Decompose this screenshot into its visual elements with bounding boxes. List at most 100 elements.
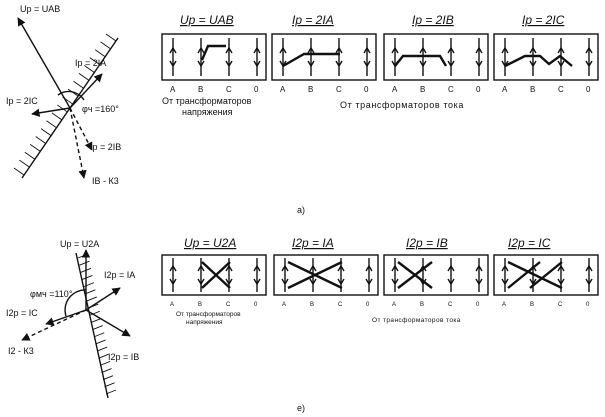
terminal-posts-e [169,258,593,292]
e-hatch-18 [104,382,115,388]
terminal-a2-a: A [280,85,286,94]
jumper-a3 [394,54,448,67]
e-arrow-down-3-0 [501,278,509,286]
e-arrow-down-3-2 [557,278,565,286]
terminal-a2-c: C [336,85,342,94]
vector-diagram-e: Up = U2A I2p = IA φмч =110° I2p = IC I2 … [6,239,139,399]
a-hatch-4 [35,136,46,144]
jumper-e3 [397,261,433,289]
a-hatch-7 [51,112,63,121]
e-hatch-10 [92,325,103,330]
e-arrow-up-2-3 [475,264,483,272]
terminal-e2-0: 0 [366,302,370,308]
caption-voltage-e-line1: От трансформаторов [176,311,241,318]
label-i-a: Ip = 2IA [75,58,106,68]
e-arrow-up-2-2 [447,264,455,272]
vector-i-a-e [85,287,121,311]
a-arrow-up-1-1 [307,46,315,54]
a-arrow-up-0-1 [197,46,205,54]
vector-i-b [69,107,93,151]
a-arrow-up-3-1 [529,46,537,54]
a-arrow-up-2-3 [475,46,483,54]
a-arrow-up-3-2 [557,46,565,54]
terminal-a1-b: B [198,85,203,94]
label-i-c-e: I2p = IC [6,308,38,318]
block-e4-header: I2p = IC [508,236,551,250]
e-arrow-up-3-2 [557,264,565,272]
a-arrow-down-0-1 [197,60,205,68]
e-hatch-15 [99,360,111,366]
figure-label-a: а) [297,205,305,215]
a-hatch-17 [105,33,117,42]
jumper-e1 [201,261,231,289]
e-hatch-13 [96,346,108,352]
block-e3 [383,254,489,296]
e-hatch-12 [95,339,106,345]
jumper-a1 [200,44,226,61]
terminal-a1-a: A [170,85,176,94]
e-arrow-down-2-0 [391,278,399,286]
a-hatch-3 [29,143,41,152]
terminal-a1-c: C [226,85,232,94]
block-a3 [383,33,489,81]
a-arrow-down-2-2 [447,60,455,68]
e-hatch-9 [91,318,102,323]
vector-i-c [31,107,71,117]
jumper-e2 [287,260,343,290]
block-e1-header: Up = U2A [184,236,236,250]
a-arrow-down-0-2 [225,60,233,68]
a-hatch-1 [19,159,30,168]
block-a1-header: Up = UAB [180,13,234,27]
terminal-posts-a [169,38,593,76]
caption-voltage-e-line2: напряжения [186,319,223,326]
terminal-a4-0: 0 [586,85,591,94]
a-arrow-up-0-0 [169,46,177,54]
a-hatch-5 [40,128,52,136]
a-arrow-down-3-1 [529,60,537,68]
terminal-a4-b: B [530,85,535,94]
e-arrow-down-2-3 [475,278,483,286]
a-hatch-6 [46,120,57,129]
e-hatch-17 [102,375,114,381]
e-arrow-down-1-3 [365,278,373,286]
e-hatch-19 [105,389,117,395]
vector-diagram-a: Up = UAB Ip = 2IA Ip = 2IC φч =160° Ip =… [6,4,121,186]
e-arrow-up-3-3 [585,264,593,272]
a-arrow-up-0-2 [225,46,233,54]
e-hatch-16 [101,368,112,373]
block-e3-header: I2p = IB [406,236,448,250]
jumper-a2 [282,52,340,68]
terminal-e2-b: B [310,302,314,308]
terminal-e1-0: 0 [254,302,258,308]
label-i-b-e: I2p = IB [108,352,139,362]
a-arrow-down-2-3 [475,60,483,68]
a-arrow-up-2-1 [419,46,427,54]
block-e4 [493,254,599,296]
terminal-a3-b: B [420,85,425,94]
terminal-e1-c: C [226,302,231,308]
a-arrow-up-2-0 [391,46,399,54]
vector-i-c-e [45,309,87,326]
a-arrow-down-0-3 [253,60,261,68]
a-arrow-down-1-1 [307,60,315,68]
e-arrow-down-1-2 [337,278,345,286]
e-hatch-11 [94,332,105,338]
block-a2-header: Ip = 2IA [292,13,334,27]
e-arrow-down-3-3 [585,278,593,286]
boundary-line-e [75,252,109,399]
terminal-a1-0: 0 [254,85,259,94]
caption-current-e: От трансформаторов тока [372,317,461,324]
e-hatch-6 [86,296,98,302]
a-hatch-12 [78,73,90,81]
a-arrow-up-3-0 [501,46,509,54]
terminal-a2-b: B [308,85,313,94]
e-arrow-up-1-1 [309,264,317,272]
e-hatch-5 [85,289,96,295]
block-a2 [271,33,377,81]
a-hatch-13 [84,65,95,73]
e-arrow-up-0-2 [225,264,233,272]
jumper-e4 [507,260,563,290]
e-hatch-3 [82,275,93,280]
a-hatch-8 [57,104,68,113]
e-arrow-up-0-0 [169,264,177,272]
